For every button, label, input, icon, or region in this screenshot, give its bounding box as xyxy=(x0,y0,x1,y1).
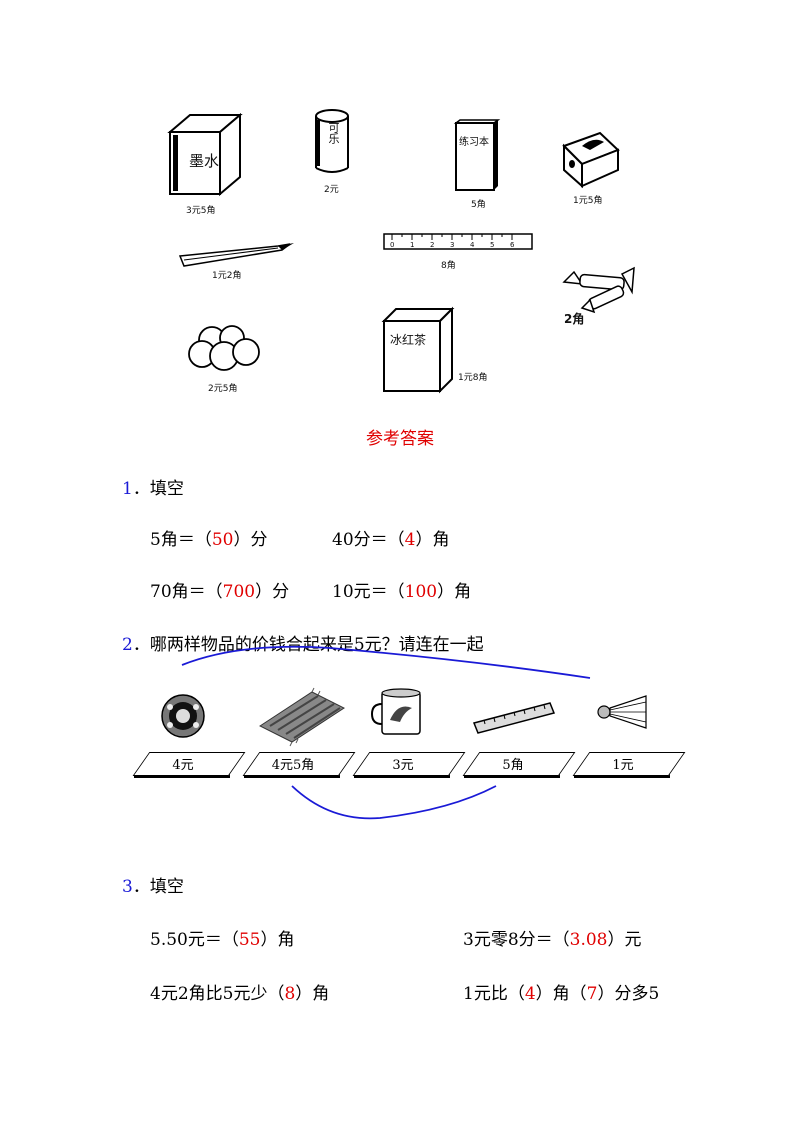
ruler-icon xyxy=(383,233,533,250)
notebook-label: 练习本 xyxy=(459,137,489,148)
q1-row1-left-post: ）分 xyxy=(233,530,268,550)
notebook-price: 5角 xyxy=(471,200,486,210)
ruler-price: 8角 xyxy=(441,261,456,271)
ruler-tick-2: 2 xyxy=(430,241,435,249)
price-tag-4-shadow xyxy=(464,774,560,778)
ruler-tick-5: 5 xyxy=(490,241,495,249)
notebook-icon xyxy=(453,119,501,191)
price-tag-2-label: 4元5角 xyxy=(271,758,315,773)
q3-row1-right-answer: 3.08 xyxy=(569,930,608,950)
q2-title: ．哪两样物品的价钱合起来是5元？请连在一起 xyxy=(132,635,484,655)
q1-row2-left-post: ）分 xyxy=(255,582,290,602)
shuttlecock-icon xyxy=(597,695,647,729)
q1-row2-right-post: ）角 xyxy=(437,582,472,602)
iced-tea-label: 冰红茶 xyxy=(390,333,427,347)
ruler-tick-6: 6 xyxy=(510,241,515,249)
q3-row1-right: 3元零8分＝（3.08）元 xyxy=(463,929,642,951)
candy-price: 2角 xyxy=(564,312,585,326)
q1-row2-left-pre: 70角＝（ xyxy=(150,582,223,602)
q1-row2-right: 10元＝（100）角 xyxy=(332,581,471,603)
q3-title: ．填空 xyxy=(132,877,184,897)
q3-row2-left: 4元2角比5元少（8）角 xyxy=(150,983,329,1005)
q3-row2-right-answer2: 7 xyxy=(586,984,598,1004)
cola-can-icon xyxy=(315,109,349,173)
q3-row2-left-pre: 4元2角比5元少（ xyxy=(150,984,285,1004)
q3-row1-left: 5.50元＝（55）角 xyxy=(150,929,295,951)
cola-label: 可乐 xyxy=(327,122,340,144)
q1-row1-left-pre: 5角＝（ xyxy=(150,530,212,550)
price-tag-3-shadow xyxy=(354,774,450,778)
sharpener-icon xyxy=(562,131,620,189)
q1-number: 1 xyxy=(122,479,133,499)
sharpener-price: 1元5角 xyxy=(573,196,603,206)
ink-price: 3元5角 xyxy=(186,206,216,216)
iced-tea-price: 1元8角 xyxy=(458,373,488,383)
q3-row1-left-pre: 5.50元＝（ xyxy=(150,930,239,950)
price-tag-5-shadow xyxy=(574,774,670,778)
price-tag-1-label: 4元 xyxy=(172,758,194,773)
answer-title: 参考答案 xyxy=(366,429,434,449)
q1-row1-left-answer: 50 xyxy=(211,530,234,550)
price-tag-5-label: 1元 xyxy=(612,758,634,773)
ink-box-icon xyxy=(167,112,243,197)
ruler-tick-0: 0 xyxy=(390,241,395,249)
q1-row1-right-answer: 4 xyxy=(404,530,416,550)
q2-number: 2 xyxy=(122,635,133,655)
ball-icon xyxy=(161,694,205,738)
pencil-icon xyxy=(178,243,294,267)
q1-row2-right-answer: 100 xyxy=(404,582,438,602)
q3-row2-right: 1元比（4）角（7）分多5 xyxy=(463,983,659,1005)
ink-label: 墨水 xyxy=(189,152,220,170)
ruler-item-icon xyxy=(472,702,556,734)
cola-price: 2元 xyxy=(324,185,339,195)
price-tag-3-label: 3元 xyxy=(392,758,414,773)
q1-title: ．填空 xyxy=(132,479,184,499)
q3-row1-right-pre: 3元零8分＝（ xyxy=(463,930,570,950)
connect-line-top xyxy=(181,645,591,679)
price-tag-4-label: 5角 xyxy=(502,758,524,773)
q1-row1-right-pre: 40分＝（ xyxy=(332,530,405,550)
iced-tea-box-icon xyxy=(381,306,455,394)
q3-row2-right-mid: ）角（ xyxy=(535,984,587,1004)
q3-row2-right-pre: 1元比（ xyxy=(463,984,525,1004)
rug-icon xyxy=(258,687,346,747)
q1-row2-right-pre: 10元＝（ xyxy=(332,582,405,602)
price-tag-2-shadow xyxy=(244,774,340,778)
ruler-tick-4: 4 xyxy=(470,241,475,249)
price-tag-1-shadow xyxy=(134,774,230,778)
q3-row2-right-answer: 4 xyxy=(524,984,536,1004)
q3-row2-right-post: ）分多5 xyxy=(597,984,660,1004)
q1-row1-right-post: ）角 xyxy=(415,530,450,550)
q3-row1-left-post: ）角 xyxy=(260,930,295,950)
apples-icon xyxy=(188,325,260,371)
apples-price: 2元5角 xyxy=(208,384,238,394)
candy-icon xyxy=(562,266,635,314)
q1-row2-left-answer: 700 xyxy=(222,582,256,602)
q3-row1-left-answer: 55 xyxy=(238,930,261,950)
q1-row2-left: 70角＝（700）分 xyxy=(150,581,289,603)
pencil-price: 1元2角 xyxy=(212,271,242,281)
q3-number: 3 xyxy=(122,877,133,897)
q3-row1-right-post: ）元 xyxy=(607,930,642,950)
q3-row2-left-post: ）角 xyxy=(295,984,330,1004)
mug-icon xyxy=(370,688,421,735)
ruler-tick-3: 3 xyxy=(450,241,455,249)
connect-line-bottom xyxy=(291,785,497,820)
q3-row2-left-answer: 8 xyxy=(284,984,296,1004)
q3-heading: 3．填空 xyxy=(122,876,184,898)
q1-heading: 1．填空 xyxy=(122,478,184,500)
q1-row1-right: 40分＝（4）角 xyxy=(332,529,449,551)
ruler-tick-1: 1 xyxy=(410,241,415,249)
q2-heading: 2．哪两样物品的价钱合起来是5元？请连在一起 xyxy=(122,634,484,656)
q1-row1-left: 5角＝（50）分 xyxy=(150,529,267,551)
